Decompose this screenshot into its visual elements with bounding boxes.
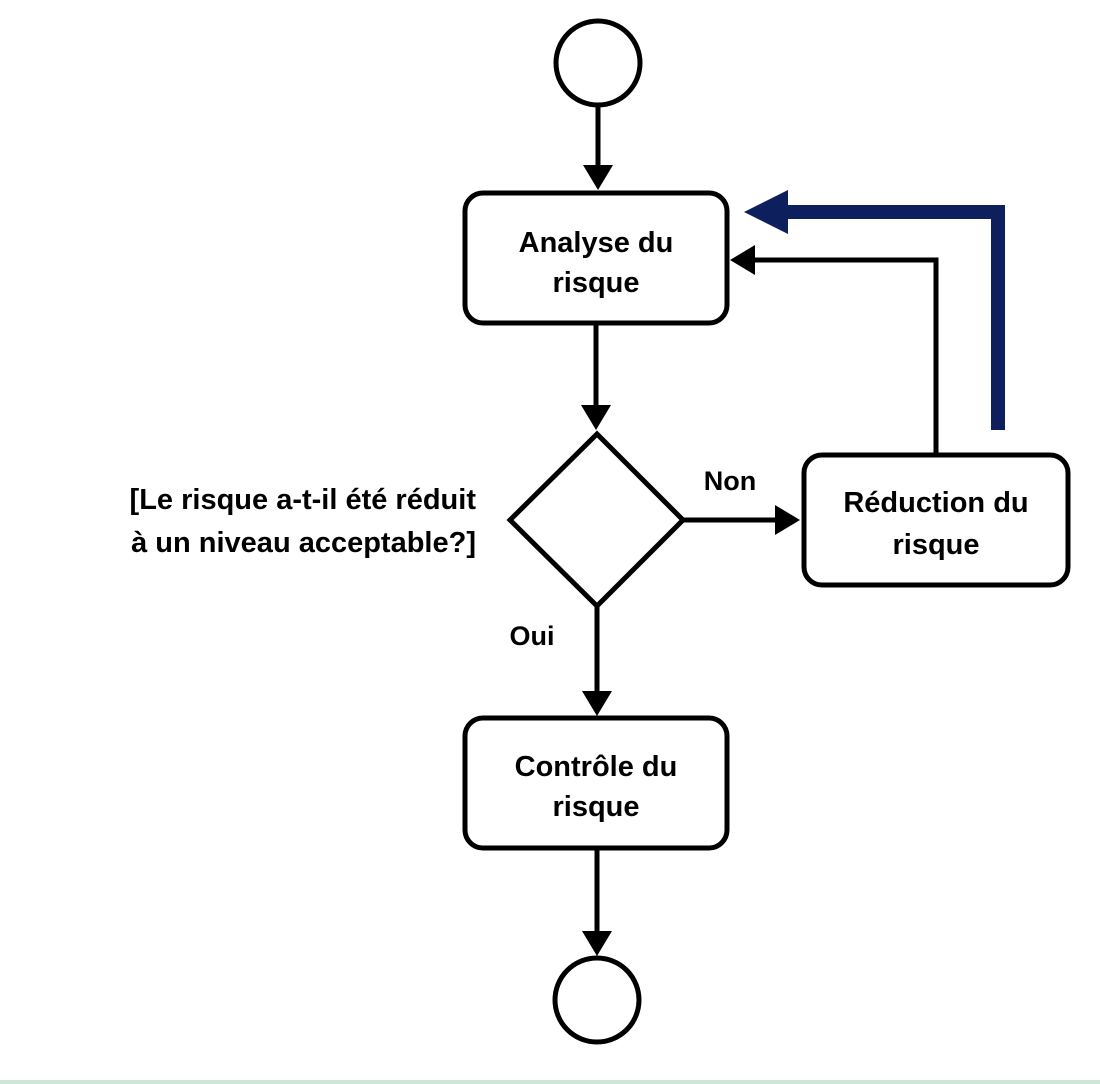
node-controle-line1: Contrôle du xyxy=(515,751,678,783)
highlight-arrowhead xyxy=(744,190,788,234)
edge-reduction-to-analyse xyxy=(748,257,939,455)
node-reduction-du-risque[interactable]: Réduction du risque xyxy=(801,452,1071,588)
node-reduction-line1: Réduction du xyxy=(843,487,1028,519)
decision-question-line1: [Le risque a-t-il été réduit xyxy=(130,484,477,516)
arrowhead-into-end xyxy=(582,931,612,956)
edge-label-oui: Oui xyxy=(510,621,555,651)
arrowhead-into-reduction xyxy=(775,505,800,535)
decision-question-line2: à un niveau acceptable?] xyxy=(131,527,476,559)
bottom-rule xyxy=(0,1080,1100,1084)
edge-label-non: Non xyxy=(704,466,756,496)
decision-question: [Le risque a-t-il été réduit à un niveau… xyxy=(130,484,477,559)
start-node[interactable] xyxy=(553,18,643,108)
decision-diamond[interactable] xyxy=(506,430,687,610)
node-reduction-line2: risque xyxy=(892,529,979,561)
arrowhead-into-analyse xyxy=(583,165,613,190)
end-node[interactable] xyxy=(552,955,642,1045)
arrowhead-into-controle xyxy=(582,691,612,716)
arrowhead-into-decision xyxy=(581,405,611,430)
arrowhead-loop-into-analyse xyxy=(730,245,755,275)
node-controle-line2: risque xyxy=(552,791,639,823)
node-controle-du-risque[interactable]: Contrôle du risque xyxy=(462,715,730,851)
node-analyse-du-risque[interactable]: Analyse du risque xyxy=(462,190,730,326)
highlight-loop-arrow xyxy=(785,205,1005,430)
node-analyse-line1: Analyse du xyxy=(519,227,674,259)
node-analyse-line2: risque xyxy=(552,267,639,299)
